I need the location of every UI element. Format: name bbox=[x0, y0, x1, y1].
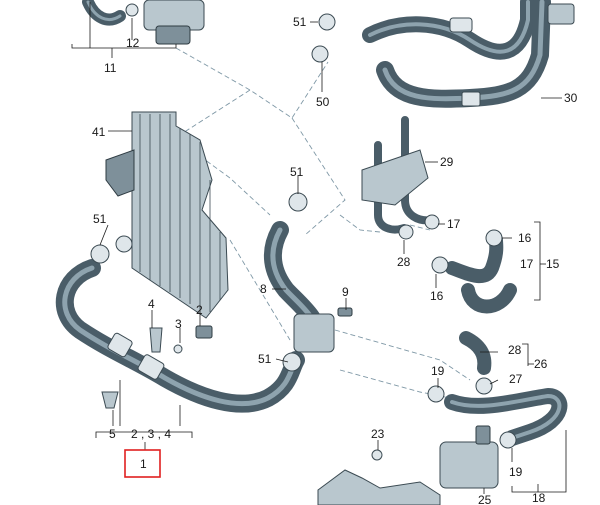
label-8: 8 bbox=[260, 282, 267, 296]
label-51-middle: 51 bbox=[290, 165, 304, 179]
label-4: 4 bbox=[148, 297, 155, 311]
label-19-right: 19 bbox=[509, 465, 523, 479]
label-30: 30 bbox=[564, 91, 578, 105]
label-50: 50 bbox=[316, 95, 330, 109]
label-29: 29 bbox=[440, 155, 454, 169]
label-16-upper: 16 bbox=[518, 231, 532, 245]
label-26: 26 bbox=[534, 357, 548, 371]
label-1: 1 bbox=[140, 457, 147, 471]
part-labels: 12 11 51 50 30 41 29 51 17 51 16 28 17 1… bbox=[92, 15, 578, 505]
label-27: 27 bbox=[509, 372, 523, 386]
label-3: 3 bbox=[175, 317, 182, 331]
label-51-top: 51 bbox=[293, 15, 307, 29]
label-51-left: 51 bbox=[93, 212, 107, 226]
radiator bbox=[105, 111, 229, 319]
label-28-upper: 28 bbox=[397, 255, 411, 269]
label-12: 12 bbox=[126, 36, 140, 50]
label-17-upper: 17 bbox=[447, 217, 461, 231]
label-17-lower: 17 bbox=[520, 257, 534, 271]
label-51-bottom: 51 bbox=[258, 352, 272, 366]
label-28-lower: 28 bbox=[508, 343, 522, 357]
label-9: 9 bbox=[342, 285, 349, 299]
label-16-lower: 16 bbox=[430, 289, 444, 303]
top-pump-assembly bbox=[82, 0, 205, 45]
lower-radiator-hose bbox=[55, 244, 305, 413]
label-18: 18 bbox=[532, 491, 546, 505]
leader-lines bbox=[71, 2, 567, 494]
label-5: 5 bbox=[109, 427, 116, 441]
auxiliary-pump bbox=[317, 425, 499, 505]
label-23: 23 bbox=[371, 427, 385, 441]
highlight-box bbox=[124, 449, 161, 478]
upper-right-hoses bbox=[311, 0, 575, 108]
label-2: 2 bbox=[196, 303, 203, 317]
pipe-bracket bbox=[361, 116, 440, 240]
right-loop-hose bbox=[431, 229, 517, 314]
label-15: 15 bbox=[546, 257, 560, 271]
lower-right-hoses bbox=[427, 331, 568, 449]
label-41: 41 bbox=[92, 125, 106, 139]
center-hose bbox=[263, 192, 353, 372]
label-2-3-4: 2 , 3 , 4 bbox=[131, 427, 171, 441]
label-19-left: 19 bbox=[431, 364, 445, 378]
label-11: 11 bbox=[104, 61, 117, 75]
label-25: 25 bbox=[478, 493, 492, 505]
